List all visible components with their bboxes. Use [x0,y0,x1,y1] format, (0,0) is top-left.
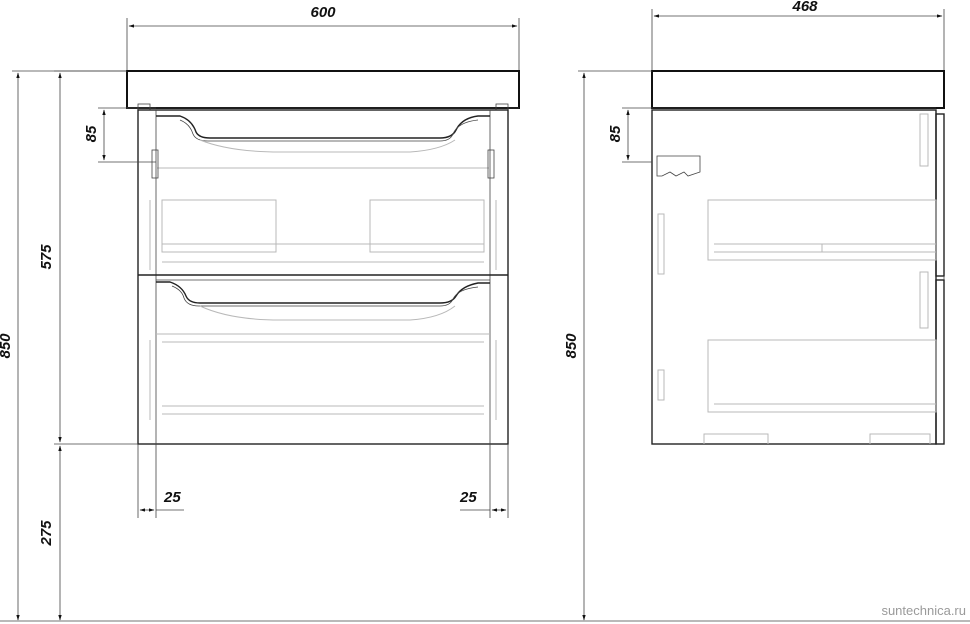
dim-front-body-height: 575 [38,244,55,270]
side-wall-bracket [656,155,701,177]
front-hinge-left-top [151,149,159,179]
dim-front-leg-height: 275 [38,520,55,547]
side-hidden-lines [657,113,937,444]
front-hinge-right-top [487,149,495,179]
dim-side-depth: 468 [791,0,818,15]
side-view: 468 85 850 [563,0,945,621]
front-lower-drawer-handle-inner [171,285,479,307]
front-basin-top [126,70,520,109]
front-lower-drawer-handle [156,281,490,304]
front-upper-drawer-handle-inner [179,119,479,142]
dim-front-right-inset: 25 [459,489,477,506]
side-upper-drawer-front [935,113,945,277]
side-cabinet-body [651,109,937,445]
front-cabinet-body [137,109,509,445]
dim-front-total-height: 850 [0,333,14,359]
watermark: suntechnica.ru [881,603,966,618]
dim-front-left-inset: 25 [163,489,181,506]
dim-side-total-height: 850 [563,333,580,359]
front-view: 600 85 575 275 850 25 25 [0,4,970,622]
side-basin-top [651,70,945,109]
dim-side-drawer-offset: 85 [607,125,624,142]
front-upper-drawer-handle [156,115,490,139]
side-lower-drawer-front [935,279,945,445]
front-hidden-lines [149,139,497,420]
dim-front-drawer-offset: 85 [83,125,100,142]
dim-front-width: 600 [310,4,336,21]
